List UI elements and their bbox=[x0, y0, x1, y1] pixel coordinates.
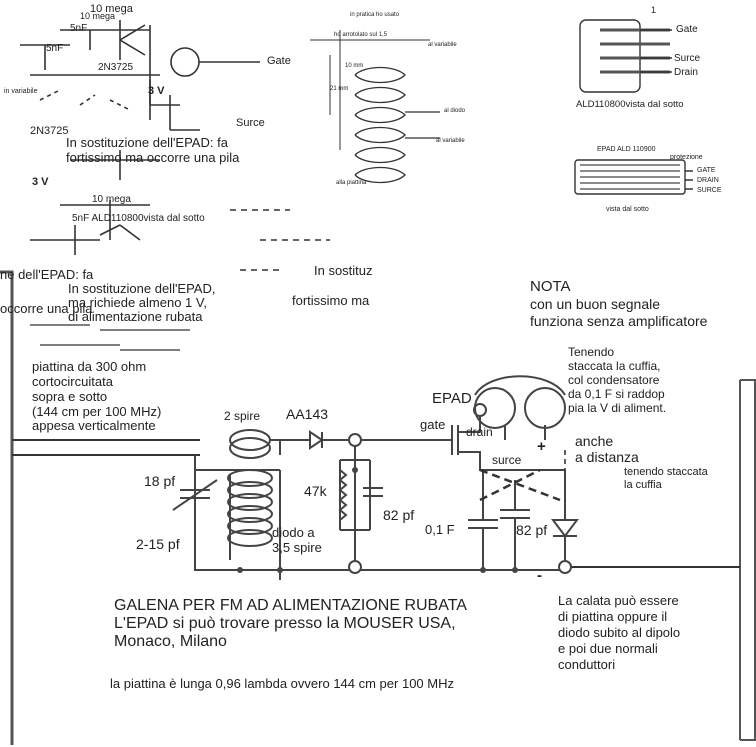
sketch-label-variabile: in variabile bbox=[4, 88, 38, 95]
nota-title: NOTA bbox=[530, 278, 571, 295]
a-distanza-label: a distanza bbox=[575, 449, 639, 465]
piattina-line2: cortocircuitata bbox=[32, 374, 113, 389]
overlap-note-2: In sostituzione dell'EPAD, bbox=[68, 281, 216, 296]
tenendo-line2: staccata la cuffia, bbox=[568, 359, 661, 373]
overlap-note-6: In sostituz bbox=[314, 263, 373, 278]
sketch-note-line2: fortissimo ma occorre una pila bbox=[66, 150, 240, 165]
sketch-label-5nf-ald: 5nF ALD110800vista dal sotto bbox=[72, 213, 205, 224]
sketch-label-10mega-c: 10 mega bbox=[92, 194, 131, 205]
overlap-note-4: occorre una pila bbox=[0, 301, 93, 316]
ald-pin1-label: 1 bbox=[651, 5, 657, 15]
calata-line1: La calata può essere bbox=[558, 593, 679, 608]
tenendo-staccata-label: tenendo staccata bbox=[624, 466, 708, 478]
ald-caption: ALD110800vista dal sotto bbox=[576, 99, 684, 110]
epad-chip-protezione: protezione bbox=[670, 154, 703, 161]
capacitor-2-15pf-label: 2-15 pf bbox=[136, 536, 180, 552]
ald-gate-label: Gate bbox=[676, 24, 698, 35]
diode-aa143-label: AA143 bbox=[286, 406, 329, 422]
coil-label-piattina: alla piattina bbox=[336, 180, 367, 186]
calata-line5: conduttori bbox=[558, 657, 616, 672]
ald-drain-label: Drain bbox=[674, 67, 698, 78]
sketch-label-5nf-a: 5nF bbox=[70, 23, 88, 34]
surce-label: surce bbox=[492, 453, 522, 467]
capacitor-01f-label: 0,1 F bbox=[425, 522, 455, 537]
minus-sign: - bbox=[537, 567, 542, 584]
epad-chip-gate: GATE bbox=[697, 167, 716, 174]
title-line2: L'EPAD si può trovare presso la MOUSER U… bbox=[114, 615, 456, 632]
footer-note: la piattina è lunga 0,96 lambda ovvero 1… bbox=[110, 676, 454, 691]
la-cuffia-label: la cuffia bbox=[624, 479, 662, 491]
sketch-label-5nf-b: 5nF bbox=[46, 43, 64, 54]
overlap-note-3: ma richiede almeno 1 V, bbox=[68, 295, 207, 310]
piattina-line1: piattina da 300 ohm bbox=[32, 359, 147, 374]
coil-dim-10mm: 10 mm bbox=[345, 63, 364, 69]
anche-label: anche bbox=[575, 433, 614, 449]
coil-dim-21mm: 21 mm bbox=[330, 86, 349, 92]
title-line1: GALENA PER FM AD ALIMENTAZIONE RUBATA bbox=[114, 597, 467, 614]
coil-label-variabile-b: al variabile bbox=[436, 138, 465, 144]
nota-line2: funziona senza amplificatore bbox=[530, 313, 708, 329]
tenendo-line1: Tenendo bbox=[568, 345, 615, 359]
plus-sign: + bbox=[537, 438, 546, 455]
sketch-note-line1: In sostituzione dell'EPAD: fa bbox=[66, 135, 228, 150]
calata-line4: e poi due normali bbox=[558, 641, 658, 656]
capacitor-82pf-a-label: 82 pf bbox=[383, 507, 415, 523]
nota-line1: con un buon segnale bbox=[530, 296, 660, 312]
sketch-label-3v-a: 3 V bbox=[148, 85, 165, 97]
coil-label-variabile-a: al variabile bbox=[428, 42, 457, 48]
coil-label-diodo: al diodo bbox=[444, 108, 466, 114]
gate-label: gate bbox=[420, 417, 446, 432]
epad-chip-title: EPAD ALD 110900 bbox=[597, 146, 656, 153]
tenendo-line4: da 0,1 F si raddop bbox=[568, 387, 665, 401]
capacitor-18pf-label: 18 pf bbox=[144, 473, 176, 489]
sketch-label-3v-b: 3 V bbox=[32, 176, 49, 188]
calata-line3: diodo subito al dipolo bbox=[558, 625, 681, 640]
sketch-label-2n3725-a: 2N3725 bbox=[98, 62, 134, 73]
sketch-label-surce: Surce bbox=[236, 117, 265, 129]
diodo-a-label: diodo a bbox=[272, 525, 315, 540]
epad-label: EPAD bbox=[432, 390, 472, 407]
calata-line2: di piattina oppure il bbox=[558, 609, 668, 624]
overlap-note-7: fortissimo ma bbox=[292, 293, 370, 308]
spire-35-label: 3,5 spire bbox=[272, 540, 322, 555]
resistor-47k-label: 47k bbox=[304, 483, 327, 499]
tenendo-line5: pia la V di aliment. bbox=[568, 401, 667, 415]
two-spire-label: 2 spire bbox=[224, 409, 261, 423]
drain-label: drain bbox=[466, 425, 493, 439]
title-line3: Monaco, Milano bbox=[114, 633, 227, 650]
coil-note-1: in pratica ho usato bbox=[350, 12, 400, 18]
sketch-label-2n3725-b: 2N3725 bbox=[30, 125, 69, 137]
capacitor-82pf-b-label: 82 pf bbox=[516, 522, 548, 538]
sketch-label-10mega-a: 10 mega bbox=[90, 3, 133, 15]
tenendo-line3: col condensatore bbox=[568, 373, 660, 387]
sketch-label-gate: Gate bbox=[267, 55, 291, 67]
piattina-line4: (144 cm per 100 MHz) bbox=[32, 404, 162, 419]
sketch-label-10mega-b: 10 mega bbox=[80, 11, 116, 21]
piattina-line3: sopra e sotto bbox=[32, 389, 108, 404]
ald-surce-label: Surce bbox=[674, 53, 701, 64]
epad-chip-surce: SURCE bbox=[697, 187, 722, 194]
epad-chip-drain: DRAIN bbox=[697, 177, 719, 184]
epad-chip-caption: vista dal sotto bbox=[606, 206, 649, 213]
overlap-note-5: di alimentazione rubata bbox=[68, 309, 203, 324]
coil-note-2: ho arrotolato sul 1,5 bbox=[334, 32, 388, 38]
overlap-note-1: ne dell'EPAD: fa bbox=[0, 267, 94, 282]
piattina-line5: appesa verticalmente bbox=[32, 418, 156, 433]
